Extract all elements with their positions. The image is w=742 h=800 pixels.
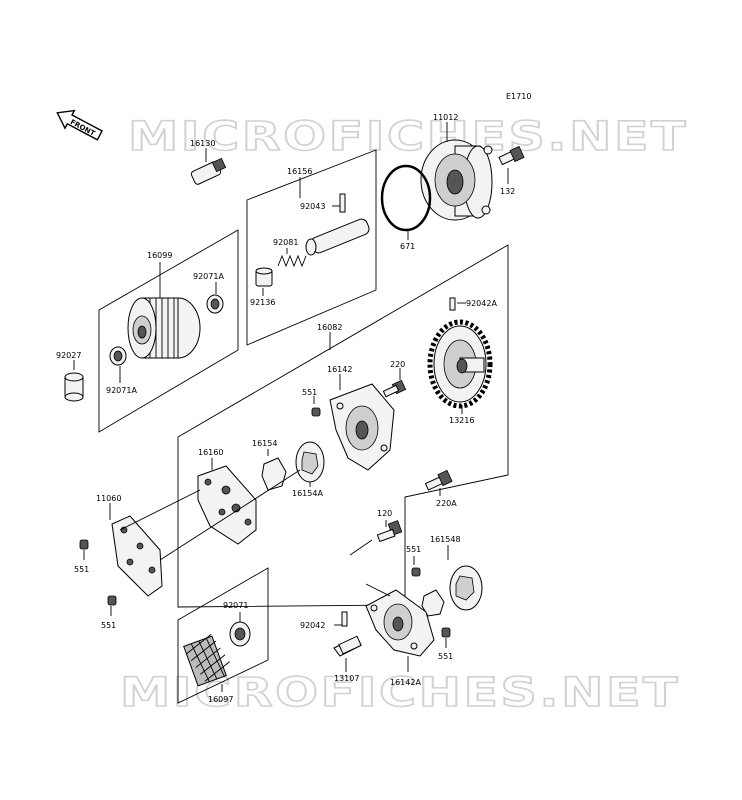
outer-rotor-16154A (295, 441, 325, 483)
label-92136: 92136 (250, 298, 275, 307)
plate-16160 (197, 465, 257, 545)
label-120: 120 (377, 509, 392, 518)
spring-92081 (277, 254, 307, 268)
label-220: 220 (390, 360, 405, 369)
label-220A: 220A (436, 499, 457, 508)
label-551-a: 551 (302, 388, 317, 397)
label-16130: 16130 (190, 139, 215, 148)
rotor-set-161548 (421, 565, 483, 617)
label-16082: 16082 (317, 323, 342, 332)
label-92071A-bottom: 92071A (106, 386, 137, 395)
label-16154A: 16154A (292, 489, 323, 498)
bolt-220 (382, 379, 407, 398)
label-132: 132 (500, 187, 515, 196)
strainer-screen-16097 (183, 633, 230, 687)
label-11012: 11012 (433, 113, 458, 122)
pin-92042 (341, 611, 348, 627)
pin-92043 (339, 193, 346, 213)
inner-rotor-16154 (261, 457, 287, 491)
dowel-551-b (79, 539, 89, 550)
label-92043: 92043 (300, 202, 325, 211)
bolt-120 (376, 520, 403, 543)
label-16160: 16160 (198, 448, 223, 457)
collar-92027 (64, 372, 84, 402)
pump-body-16142 (329, 383, 395, 471)
group-box-16082 (177, 244, 509, 608)
label-11060: 11060 (96, 494, 121, 503)
label-92042A: 92042A (466, 299, 497, 308)
seal-92071A-bottom (109, 346, 127, 366)
label-551-d: 551 (406, 545, 421, 554)
o-ring-671 (380, 164, 432, 232)
dowel-551-a (311, 407, 321, 417)
label-16142: 16142 (327, 365, 352, 374)
label-551-b: 551 (74, 565, 89, 574)
label-16156: 16156 (287, 167, 312, 176)
front-arrow-icon: FRONT (56, 109, 103, 141)
collar-92136 (255, 267, 273, 287)
group-box-16099 (98, 229, 239, 433)
label-92081: 92081 (273, 238, 298, 247)
label-551-e: 551 (438, 652, 453, 661)
label-16099: 16099 (147, 251, 172, 260)
seal-92071A-top (206, 294, 224, 314)
pin-92042A (449, 297, 456, 311)
watermark-top: MICROFICHES.NET (128, 114, 688, 160)
label-16097: 16097 (208, 695, 233, 704)
shaft-13107 (333, 635, 362, 657)
label-16142A: 16142A (390, 678, 421, 687)
relief-valve-plunger (305, 218, 370, 256)
dowel-551-d (411, 567, 421, 577)
diagram-code: E1710 (506, 92, 531, 101)
bolt-132 (498, 145, 525, 166)
gear-13216 (427, 319, 493, 409)
dowel-551-c (107, 595, 117, 606)
oil-filter-16099 (127, 297, 201, 359)
group-box-16156 (246, 149, 377, 346)
cover-11060 (111, 515, 163, 597)
label-92042: 92042 (300, 621, 325, 630)
label-671: 671 (400, 242, 415, 251)
label-92071: 92071 (223, 601, 248, 610)
label-16154: 16154 (252, 439, 277, 448)
label-551-c: 551 (101, 621, 116, 630)
seal-92071 (229, 621, 251, 647)
label-13216: 13216 (449, 416, 474, 425)
bolt-220A (424, 469, 453, 491)
fitting-16130 (190, 157, 227, 185)
label-92071A-top: 92071A (193, 272, 224, 281)
housing-16142A (365, 589, 435, 657)
group-box-16097 (177, 567, 269, 704)
label-161548: 161548 (430, 535, 461, 544)
label-13107: 13107 (334, 674, 359, 683)
dowel-551-e (441, 627, 451, 638)
label-92027: 92027 (56, 351, 81, 360)
pump-cover-11012 (420, 139, 493, 221)
